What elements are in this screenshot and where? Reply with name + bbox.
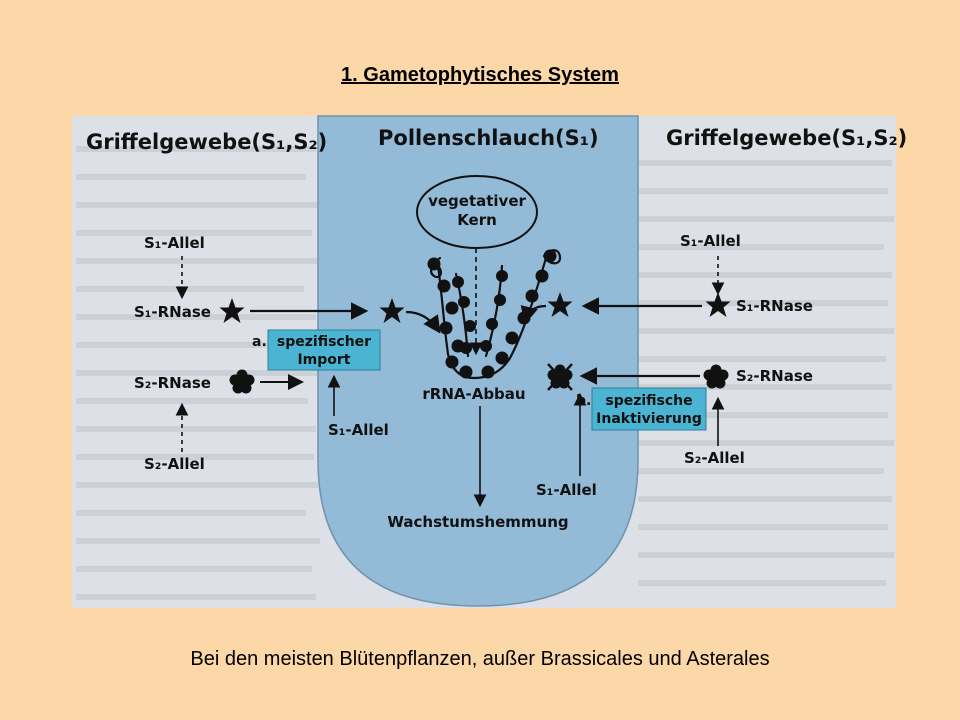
left-s2-rnase-flower-icon <box>229 369 255 394</box>
right-s2-rnase-flower-icon <box>703 364 729 389</box>
right-header: Griffelgewebe(S₁,S₂) <box>666 126 907 150</box>
slide-title: 1. Gametophytisches System <box>341 64 619 86</box>
center-header: Pollenschlauch(S₁) <box>378 126 599 150</box>
specific-inactivation-line1: spezifische <box>605 393 692 409</box>
tube-import-arrow <box>405 310 441 334</box>
nucleus-label-line2: Kern <box>457 211 497 229</box>
inactivated-s2-rnase-icon <box>547 363 573 391</box>
right-s1-allele-label: S₁-Allel <box>680 232 741 250</box>
tube-right-curved-arrow <box>520 304 547 325</box>
specific-inactivation-line2: Inaktivierung <box>596 411 702 427</box>
specific-import-line1: spezifischer <box>277 334 371 350</box>
left-tube-s1-allele-label: S₁-Allel <box>328 421 389 439</box>
left-s1-rnase-label: S₁-RNase <box>134 303 211 321</box>
specific-import-line2: Import <box>297 352 350 368</box>
left-s2-allele-label: S₂-Allel <box>144 455 205 473</box>
specific-import-box <box>267 329 381 371</box>
right-s2-allele-label: S₂-Allel <box>684 449 745 467</box>
rrna-degradation-label: rRNA-Abbau <box>422 385 525 403</box>
right-s1-rnase-star-icon <box>705 292 731 317</box>
tube-right-star-icon <box>547 292 573 317</box>
diagram: Griffelgewebe(S₁,S₂) Pollenschlauch(S₁) … <box>72 115 907 608</box>
slide-caption: Bei den meisten Blütenpflanzen, außer Br… <box>190 648 770 670</box>
left-s2-rnase-label: S₂-RNase <box>134 374 211 392</box>
left-s1-allele-label: S₁-Allel <box>144 234 205 252</box>
right-tube-s1-allele-label: S₁-Allel <box>536 481 597 499</box>
specific-inactivation-box <box>591 387 707 431</box>
pollen-tube <box>317 115 639 607</box>
ribosomes <box>427 249 557 379</box>
left-s1-rnase-star-icon <box>219 298 245 323</box>
specific-inactivation-letter: b. <box>576 393 591 409</box>
growth-inhibition-label: Wachstumshemmung <box>387 513 568 531</box>
right-s1-rnase-label: S₁-RNase <box>736 297 813 315</box>
right-s2-rnase-label: S₂-RNase <box>736 367 813 385</box>
tube-s1-rnase-star-icon <box>379 298 405 323</box>
background-text-texture <box>76 146 894 600</box>
specific-import-letter: a. <box>252 334 267 350</box>
vegetative-nucleus <box>416 175 538 249</box>
nucleus-label-line1: vegetativer <box>428 192 526 210</box>
left-header: Griffelgewebe(S₁,S₂) <box>86 130 327 154</box>
